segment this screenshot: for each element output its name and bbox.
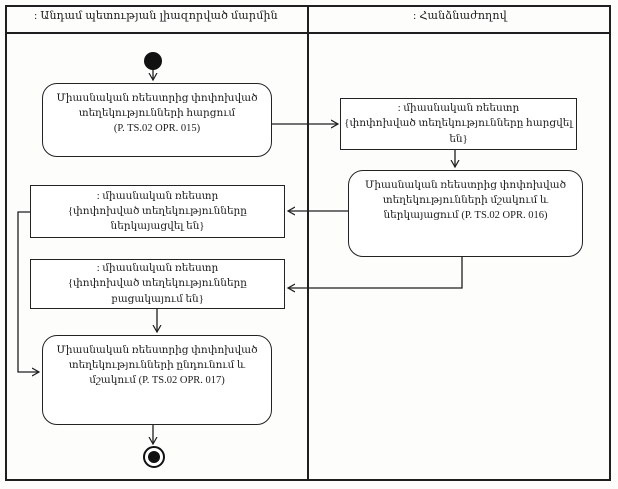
- object-unified-register-absent: : միասնական ռեեստր {փոփոխված տեղեկությու…: [30, 259, 285, 309]
- activity-text-line: տեղեկությունների ընդունում և: [68, 360, 246, 372]
- activity-text-line: Միասնական ռեեստրից փոփոխված: [56, 93, 258, 104]
- activity-request-changed-info: Միասնական ռեեստրից փոփոխված տեղեկություն…: [42, 83, 272, 157]
- activity-text-line: մշակում (P. TS.02 OPR. 017): [89, 375, 225, 387]
- lane-label: : Անդամ պետության լիազորված մարմին: [34, 10, 278, 22]
- swimlane-header-separator: [5, 32, 611, 34]
- activity-process-and-present-info: Միասնական ռեեստրից փոփոխված տեղեկություն…: [348, 170, 583, 257]
- activity-final-node-dot: [148, 451, 160, 463]
- object-state: {փոփոխված տեղեկությունները բացակայում են…: [68, 278, 247, 305]
- lane-label: : Հանձնաժողով: [413, 10, 507, 22]
- object-unified-register-presented: : միասնական ռեեստր {փոփոխված տեղեկությու…: [30, 185, 285, 238]
- object-unified-register-requested: : միասնական ռեեստր {փոփոխված տեղեկությու…: [340, 98, 577, 150]
- object-title: : միասնական ռեեստր: [397, 103, 520, 115]
- activity-text-line: (P. TS.02 OPR. 015): [113, 123, 201, 135]
- activity-receive-and-process-info: Միասնական ռեեստրից փոփոխված տեղեկություն…: [42, 335, 272, 425]
- activity-text-line: Միասնական ռեեստրից փոփոխված: [364, 180, 567, 191]
- lane-header-authorized-body: : Անդամ պետության լիազորված մարմին: [5, 9, 307, 31]
- activity-final-node: [143, 446, 165, 468]
- object-title: : միասնական ռեեստր: [96, 263, 219, 275]
- activity-text-line: ներկայացում (P. TS.02 OPR. 016): [383, 210, 548, 222]
- activity-text-line: տեղեկությունների մշակում և: [382, 195, 549, 207]
- activity-text-line: տեղեկությունների հարցում: [78, 108, 236, 120]
- initial-node: [144, 52, 162, 70]
- activity-text-line: Միասնական ռեեստրից փոփոխված: [56, 345, 258, 356]
- swimlane-divider: [307, 5, 309, 481]
- object-state: {փոփոխված տեղեկությունները ներկայացվել ե…: [68, 205, 247, 233]
- object-title: : միասնական ռեեստր: [96, 190, 219, 202]
- lane-header-commission: : Հանձնաժողով: [309, 9, 611, 31]
- object-state: {փոփոխված տեղեկությունները հարցվել են}: [344, 118, 573, 145]
